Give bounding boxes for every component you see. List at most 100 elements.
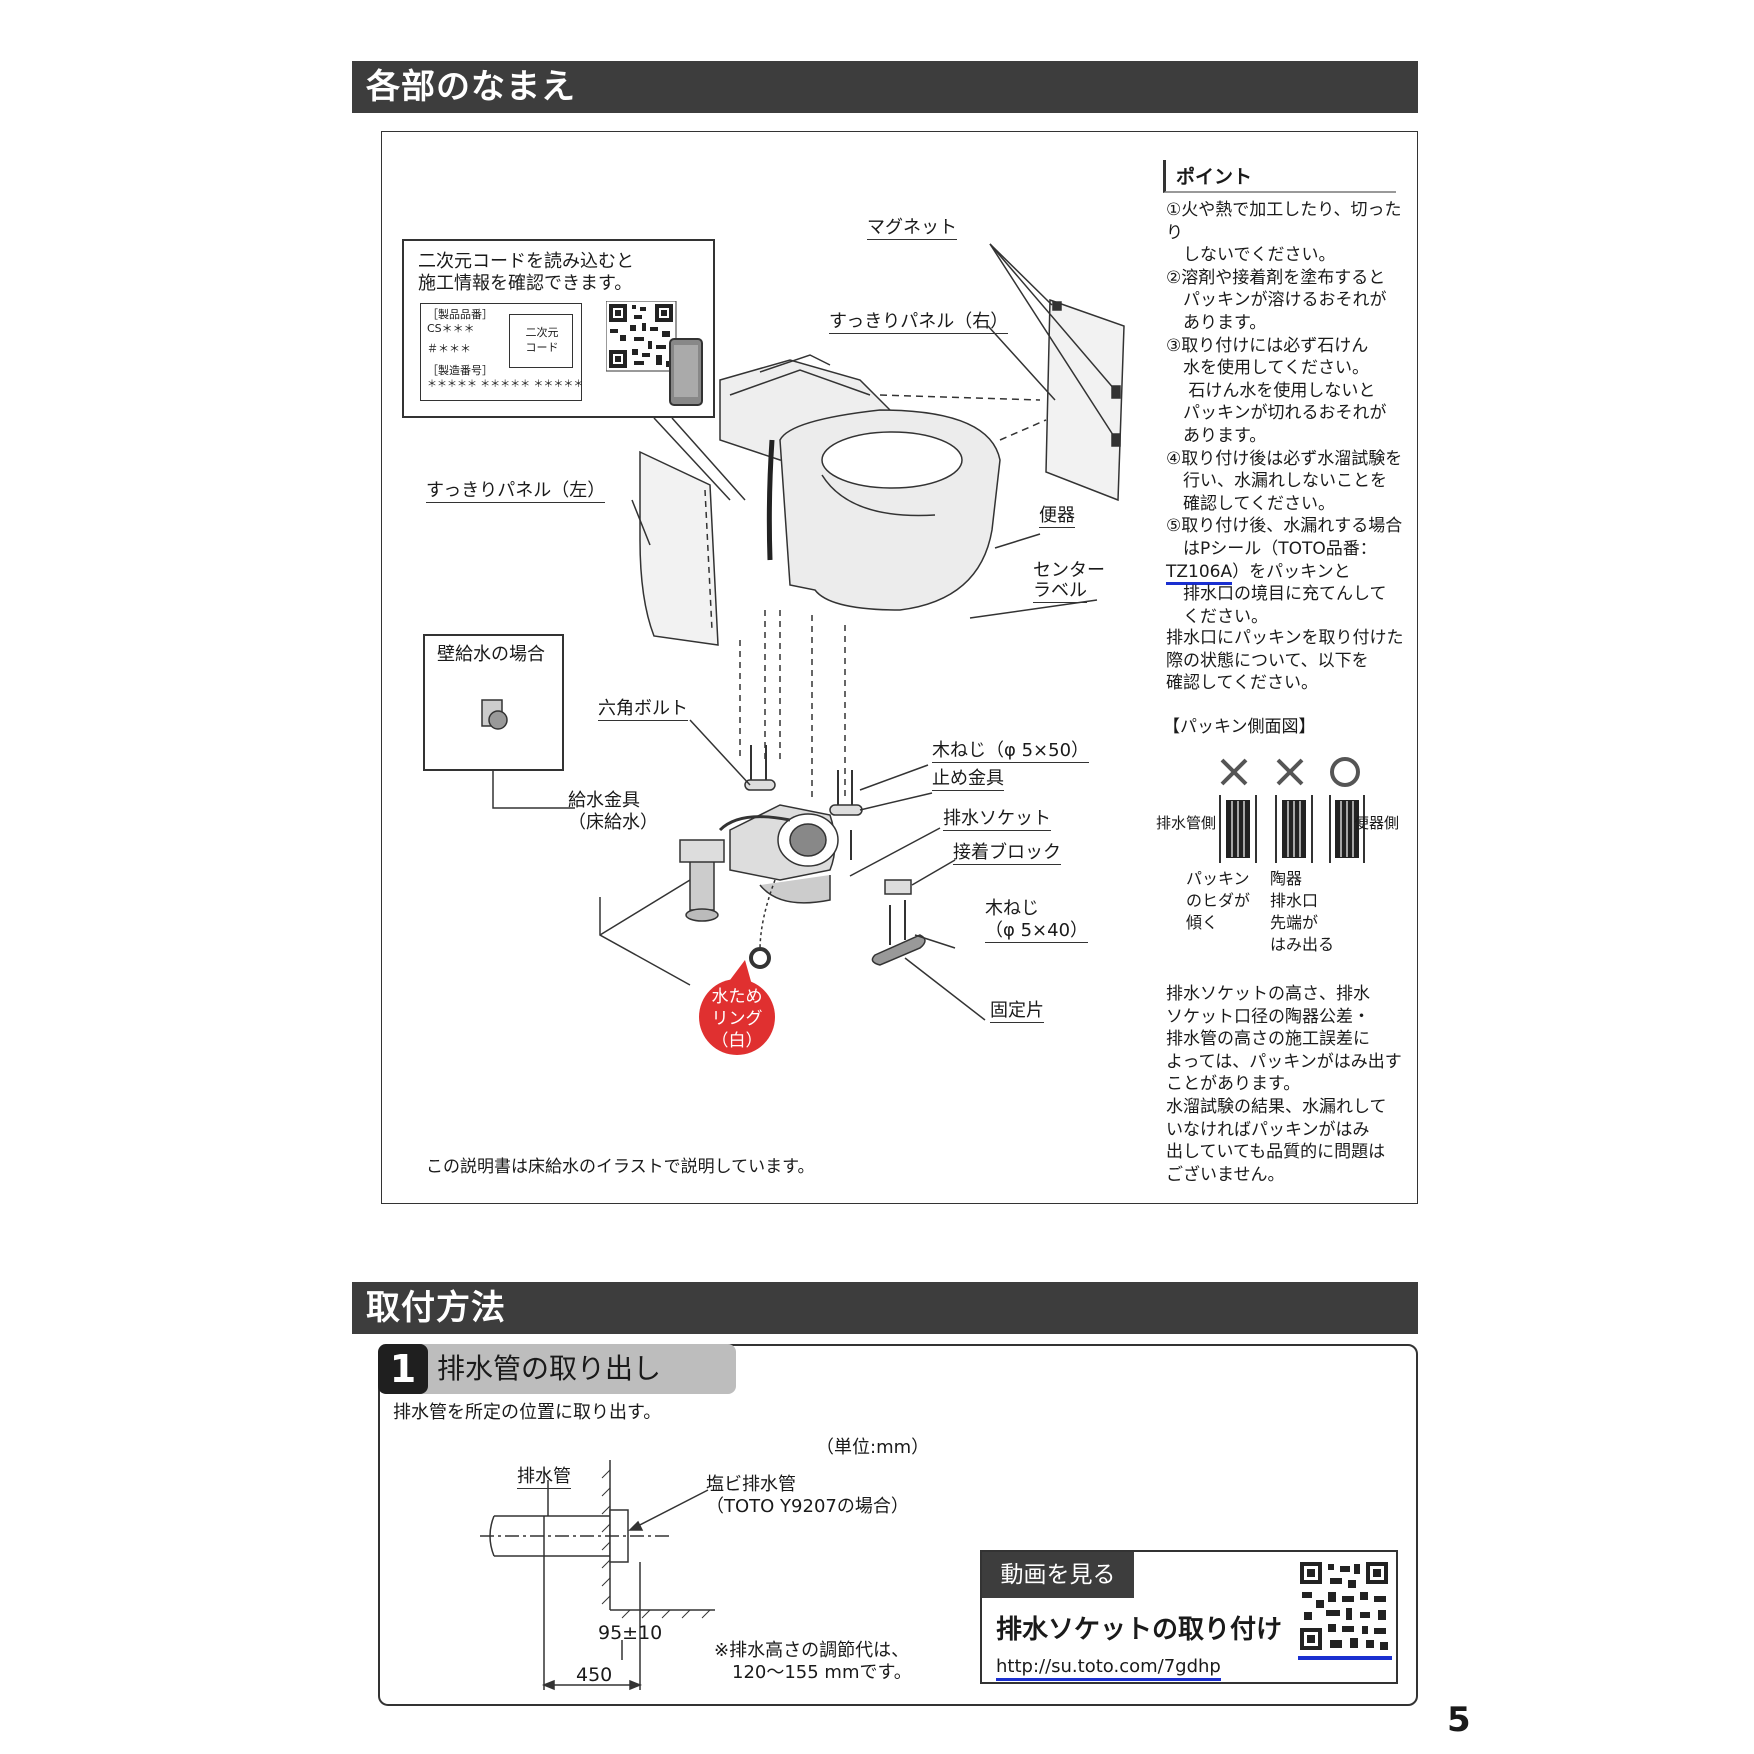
qr-placeholder-label: 二次元 コード	[525, 326, 559, 354]
para3-line: 排水管の高さの施工誤差に	[1166, 1029, 1370, 1050]
label-panel-left: すっきりパネル（左）	[426, 480, 606, 503]
video-title: 排水ソケットの取り付け	[996, 1615, 1283, 1645]
point-line: あります。	[1166, 425, 1267, 446]
point-line: TZ106A）をパッキンと	[1166, 561, 1406, 585]
point-line: はPシール（TOTO品番：	[1166, 538, 1377, 559]
caption-line: 排水口	[1270, 891, 1319, 910]
note-1: ※排水高さの調節代は、	[714, 1640, 910, 1661]
point-line: 行い、水漏れしないことを	[1166, 471, 1387, 492]
label-wood-screw-40-2: （φ 5×40）	[985, 920, 1089, 943]
video-qr-icon[interactable]	[1298, 1560, 1392, 1660]
label-wood-screw-50: 木ねじ（φ 5×50）	[932, 740, 1090, 763]
point-line: ③取り付けには必ず石けん	[1166, 335, 1369, 356]
label-pvc-1: 塩ビ排水管	[706, 1474, 796, 1495]
caption-line: 先端が	[1270, 913, 1319, 932]
para3-line: 水溜試験の結果、水漏れして	[1166, 1096, 1387, 1117]
tz106a-link[interactable]: TZ106A	[1166, 561, 1233, 585]
label-water-ring-3: （白）	[711, 1031, 763, 1051]
point-line: 石けん水を使用しないと	[1166, 380, 1376, 401]
note-2: 120〜155 mmです。	[732, 1662, 912, 1683]
serial-value: ＊＊＊＊＊ ＊＊＊＊＊ ＊＊＊＊＊	[427, 379, 584, 390]
para3-line: 出していても品質的に問題は	[1166, 1142, 1386, 1163]
point-line: ください。	[1166, 606, 1268, 627]
dim-450: 450	[576, 1664, 613, 1686]
point-line: ②溶剤や接着剤を塗布すると	[1166, 267, 1386, 288]
para2-line: 確認してください。	[1166, 673, 1318, 694]
label-drain-side: 排水管側	[1156, 814, 1217, 832]
label-drain-pipe: 排水管	[517, 1466, 571, 1489]
point-heading: ポイント	[1163, 160, 1396, 193]
video-box[interactable]: 動画を見る 排水ソケットの取り付け http://su.toto.com/7gd…	[980, 1550, 1398, 1684]
label-hex-bolt: 六角ボルト	[598, 698, 688, 721]
toilet-exploded-illustration	[481, 243, 1125, 1055]
para3-line: ございません。	[1166, 1164, 1285, 1185]
label-bowl: 便器	[1039, 505, 1075, 528]
section-header-names: 各部のなまえ	[352, 61, 1418, 113]
unit-label: （単位:mm）	[816, 1437, 930, 1458]
label-pvc-2: （TOTO Y9207の場合）	[706, 1496, 909, 1517]
caption-line: 陶器	[1270, 869, 1303, 888]
page-number: 5	[1447, 1700, 1471, 1740]
caption-line: パッキン	[1186, 869, 1250, 888]
video-url-link[interactable]: http://su.toto.com/7gdhp	[996, 1656, 1221, 1681]
point-line: パッキンが溶けるおそれが	[1166, 290, 1387, 311]
point-title: ポイント	[1176, 166, 1253, 188]
point-para2: 排水口にパッキンを取り付けた 際の状態について、以下を 確認してください。	[1166, 627, 1406, 695]
qr-caption-line2: 施工情報を確認できます。	[418, 273, 633, 294]
serial-label: ［製造番号］	[427, 364, 493, 377]
point-line: 確認してください。	[1166, 493, 1335, 514]
qr-caption-line1: 二次元コードを読み込むと	[418, 251, 634, 272]
label-wall-supply: 壁給水の場合	[437, 644, 545, 665]
parts-diagram-frame	[381, 131, 1418, 1204]
label-wood-screw-40-1: 木ねじ	[985, 898, 1039, 919]
label-sample: ［製品品番］ CS＊＊＊ ＃＊＊＊ ［製造番号］ ＊＊＊＊＊ ＊＊＊＊＊ ＊＊＊…	[420, 303, 584, 401]
step1-desc: 排水管を所定の位置に取り出す。	[393, 1402, 662, 1423]
point-para3: 排水ソケットの高さ、排水 ソケット口径の陶器公差・ 排水管の高さの施工誤差に よ…	[1166, 983, 1406, 1186]
para3-line: いなければパッキンがはみ	[1166, 1119, 1370, 1140]
product-code-value2: ＃＊＊＊	[427, 342, 471, 355]
caption-line: 傾く	[1186, 913, 1219, 932]
point-line: ①火や熱で加工したり、切ったり	[1166, 200, 1402, 243]
section-header-install: 取付方法	[352, 1282, 1418, 1334]
label-center-2: ラベル	[1033, 580, 1087, 603]
caption-b: 陶器 排水口 先端が はみ出る	[1270, 868, 1350, 956]
para3-line: 排水ソケットの高さ、排水	[1166, 984, 1370, 1004]
qr-placeholder: 二次元 コード	[509, 314, 573, 368]
packing-diagram-title: 【パッキン側面図】	[1163, 717, 1316, 737]
footnote: この説明書は床給水のイラストで説明しています。	[426, 1157, 815, 1177]
label-center-1: センター	[1033, 560, 1105, 581]
point-line: 排水口の境目に充てんして	[1166, 584, 1387, 605]
label-fixing-piece: 固定片	[990, 1000, 1044, 1023]
label-water-ring-1: 水ため	[711, 987, 763, 1007]
label-water-ring-2: リング	[711, 1009, 763, 1029]
para3-line: ソケット口径の陶器公差・	[1166, 1006, 1370, 1027]
point-list: ①火や熱で加工したり、切ったり しないでください。 ②溶剤や接着剤を塗布すると …	[1166, 199, 1406, 628]
label-panel-right: すっきりパネル（右）	[829, 311, 1009, 334]
product-code-label: ［製品品番］	[427, 308, 493, 321]
step1-title: 排水管の取り出し	[437, 1352, 662, 1385]
label-adhesive-block: 接着ブロック	[953, 842, 1061, 865]
para3-line: ことがあります。	[1166, 1074, 1301, 1095]
label-supply-fitting-2: （床給水）	[568, 812, 658, 833]
video-tab: 動画を見る	[982, 1552, 1134, 1598]
caption-line: のヒダが	[1186, 891, 1251, 910]
para3-line: よっては、パッキンがはみ出す	[1166, 1051, 1402, 1072]
wall-supply-inset: 壁給水の場合	[423, 634, 564, 771]
label-supply-fitting-1: 給水金具	[568, 790, 640, 811]
point-line: パッキンが切れるおそれが	[1166, 403, 1387, 424]
caption-a: パッキン のヒダが 傾く	[1186, 868, 1266, 934]
caption-line: はみ出る	[1270, 935, 1335, 954]
qr-info-box: 二次元コードを読み込むと 施工情報を確認できます。 ［製品品番］ CS＊＊＊ ＃…	[402, 239, 715, 418]
label-bowl-side: 便器側	[1354, 814, 1400, 832]
step1-title-bg	[420, 1344, 736, 1394]
point-line: 水を使用してください。	[1166, 358, 1369, 379]
step1-frame	[378, 1344, 1418, 1706]
label-magnet: マグネット	[867, 217, 957, 240]
drain-pipe-diagram	[480, 1460, 715, 1691]
para2-line: 際の状態について、以下を	[1166, 650, 1369, 671]
packing-side-diagram	[1219, 757, 1365, 863]
label-stop-bracket: 止め金具	[932, 768, 1004, 791]
qr-code-icon	[606, 301, 703, 406]
point-line: ④取り付け後は必ず水溜試験を	[1166, 448, 1403, 469]
point-line-tail: ）をパッキンと	[1232, 561, 1351, 582]
